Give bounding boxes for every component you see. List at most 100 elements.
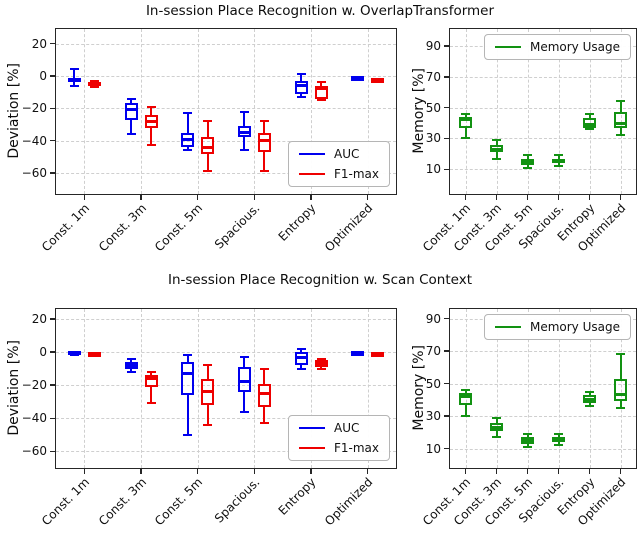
y-tick-mark bbox=[50, 139, 56, 142]
whisker-cap-upper bbox=[259, 120, 269, 123]
whisker-lower bbox=[243, 137, 246, 151]
x-tick-mark bbox=[588, 469, 591, 474]
whisker-lower bbox=[464, 404, 467, 417]
x-tick-label-text: Entropy bbox=[276, 201, 319, 244]
whisker-cap-lower bbox=[316, 367, 326, 370]
median-line bbox=[351, 350, 365, 354]
whisker-cap-upper bbox=[492, 416, 501, 419]
whisker-lower bbox=[526, 443, 529, 447]
legend-label: F1-max bbox=[333, 167, 379, 181]
gridline-h bbox=[56, 43, 396, 45]
whisker-cap-lower bbox=[239, 149, 249, 152]
gridline-h bbox=[56, 451, 396, 453]
median-line bbox=[124, 363, 138, 367]
whisker-lower bbox=[619, 401, 622, 408]
whisker-cap-upper bbox=[239, 110, 249, 113]
whisker-cap-lower bbox=[203, 170, 213, 173]
whisker-cap-upper bbox=[616, 353, 625, 356]
x-tick-label-text: Const. 5m bbox=[152, 475, 206, 529]
whisker-upper bbox=[73, 69, 76, 78]
whisker-lower bbox=[206, 405, 209, 425]
median-line bbox=[314, 362, 328, 366]
whisker-cap-lower bbox=[585, 128, 594, 131]
whisker-cap-upper bbox=[461, 112, 470, 115]
y-tick-mark bbox=[50, 351, 56, 353]
box bbox=[257, 383, 271, 407]
median-line bbox=[257, 139, 271, 143]
whisker-cap-upper bbox=[183, 354, 193, 357]
median-line bbox=[490, 147, 503, 151]
whisker-cap-lower bbox=[523, 445, 532, 448]
median-line bbox=[371, 351, 385, 355]
whisker-lower bbox=[464, 127, 467, 139]
median-line bbox=[490, 425, 503, 429]
legend-line-sample bbox=[298, 446, 325, 450]
whisker-cap-upper bbox=[523, 154, 532, 157]
whisker-cap-lower bbox=[69, 354, 79, 357]
legend-entry: AUC bbox=[298, 421, 379, 435]
gridline-h bbox=[56, 418, 396, 420]
whisker-cap-lower bbox=[296, 95, 306, 98]
whisker-upper bbox=[130, 358, 132, 362]
gridline-v bbox=[589, 309, 591, 468]
whisker-lower bbox=[263, 151, 266, 172]
whisker-upper bbox=[464, 390, 467, 394]
y-tick-mark bbox=[444, 447, 450, 450]
gridline-v bbox=[558, 309, 560, 468]
median-line bbox=[294, 84, 308, 88]
whisker-cap-upper bbox=[585, 390, 594, 393]
box bbox=[257, 132, 271, 152]
gridline-v bbox=[527, 29, 529, 194]
gridline-v bbox=[141, 29, 142, 194]
gridline-v bbox=[197, 309, 199, 468]
whisker-lower bbox=[206, 153, 209, 172]
whisker-cap-upper bbox=[296, 347, 306, 350]
y-tick-label: 10 bbox=[425, 441, 441, 456]
x-tick-label-text: Const. 1m bbox=[39, 201, 93, 255]
x-tick-mark bbox=[140, 469, 142, 474]
whisker-upper bbox=[186, 113, 189, 133]
box bbox=[294, 80, 308, 94]
y-tick-mark bbox=[50, 75, 56, 77]
median-line bbox=[552, 437, 565, 441]
x-tick-mark bbox=[557, 469, 560, 474]
box bbox=[614, 378, 627, 402]
median-line bbox=[459, 118, 472, 122]
legend-line-sample bbox=[298, 172, 325, 176]
x-tick-mark bbox=[495, 195, 498, 200]
whisker-lower bbox=[150, 127, 152, 146]
median-line bbox=[459, 395, 472, 399]
y-tick-mark bbox=[444, 168, 450, 171]
gridline-v bbox=[589, 29, 591, 194]
whisker-cap-upper bbox=[203, 364, 213, 367]
whisker-cap-upper bbox=[296, 73, 306, 76]
whisker-cap-upper bbox=[316, 357, 326, 360]
whisker-upper bbox=[243, 357, 246, 367]
x-tick-mark bbox=[140, 195, 142, 200]
x-tick-mark bbox=[526, 469, 529, 474]
whisker-upper bbox=[150, 371, 152, 376]
whisker-lower bbox=[130, 368, 132, 372]
median-line bbox=[583, 123, 596, 127]
y-tick-label: 0 bbox=[39, 345, 47, 360]
x-tick-label-text: Spacious. bbox=[211, 475, 263, 526]
whisker-cap-lower bbox=[259, 422, 269, 425]
legend-label: Memory Usage bbox=[529, 40, 620, 54]
y-tick-mark bbox=[444, 415, 450, 417]
y-tick-mark bbox=[50, 417, 56, 420]
median-line bbox=[237, 131, 251, 135]
whisker-lower bbox=[557, 442, 560, 446]
x-tick-mark bbox=[366, 195, 369, 200]
y-axis-label-text: Deviation [%] bbox=[6, 62, 22, 159]
whisker-cap-lower bbox=[316, 99, 326, 102]
median-line bbox=[614, 393, 627, 397]
x-tick-label-text: Const. 1m bbox=[39, 475, 93, 529]
whisker-cap-lower bbox=[492, 436, 501, 439]
whisker-cap-upper bbox=[183, 112, 193, 115]
x-tick-label-text: Const. 5m bbox=[152, 201, 206, 255]
median-line bbox=[144, 119, 158, 123]
whisker-cap-upper bbox=[616, 100, 625, 103]
y-tick-label: −40 bbox=[21, 411, 47, 426]
median-line bbox=[294, 355, 308, 359]
